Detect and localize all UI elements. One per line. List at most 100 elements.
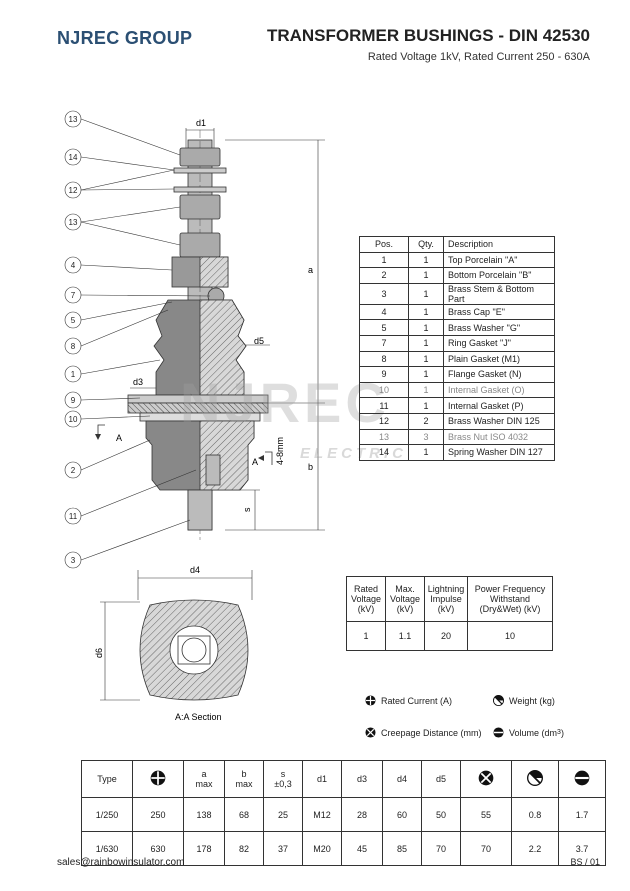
legend-close: )	[560, 727, 564, 738]
cell-max-voltage: 1.1	[385, 621, 425, 651]
weight-icon	[527, 770, 543, 786]
bushing-body	[127, 130, 269, 540]
cell-desc: Internal Gasket (O)	[443, 381, 555, 399]
cell-qty: 1	[408, 282, 444, 305]
cell-desc: Plain Gasket (M1)	[443, 350, 555, 368]
legend-label: Weight (kg)	[509, 695, 555, 706]
header-rated-current	[132, 760, 184, 798]
header-lightning-impulse: Lightning Impulse (kV)	[424, 576, 468, 622]
cell-qty: 1	[408, 334, 444, 352]
volume-icon	[574, 770, 590, 786]
callout-label: 3	[71, 556, 76, 565]
cell-desc: Brass Nut ISO 4032	[443, 428, 555, 446]
cell-qty: 1	[408, 381, 444, 399]
cell-pos: 10	[359, 381, 409, 399]
cell-volume: 3.7	[558, 831, 606, 866]
legend-label: Rated Current (A)	[381, 695, 453, 706]
volume-icon	[493, 727, 504, 738]
cell-pos: 7	[359, 334, 409, 352]
table-row: 1/630 630 178 82 37 M20 45 85 70 70 2.2 …	[81, 831, 606, 866]
cell-a: 138	[183, 797, 225, 832]
dim-d5: d5	[254, 336, 264, 346]
cell-type: 1/250	[81, 797, 133, 832]
cell-pos: 13	[359, 428, 409, 446]
dim-a: a	[308, 265, 313, 275]
cell-power-frequency: 10	[467, 621, 553, 651]
cell-qty: 1	[408, 444, 444, 461]
cell-desc: Bottom Porcelain "B"	[443, 267, 555, 284]
callout-label: 7	[71, 291, 76, 300]
cell-d4: 60	[382, 797, 422, 832]
col-qty: Qty.	[408, 236, 444, 253]
cell-desc: Top Porcelain "A"	[443, 251, 555, 269]
brand-name: NJREC GROUP	[57, 28, 193, 48]
header-d5: d5	[421, 760, 461, 798]
cell-a: 178	[183, 831, 225, 866]
dim-s: s	[242, 507, 252, 512]
header-a-sub: max	[195, 779, 213, 789]
cell-qty: 1	[408, 251, 444, 269]
cell-d4: 85	[382, 831, 422, 866]
legend-weight: Weight (kg)	[493, 695, 555, 706]
cell-desc: Spring Washer DIN 127	[443, 444, 555, 461]
dim-d3: d3	[133, 377, 143, 387]
callout-label: 10	[69, 415, 78, 424]
page-number: BS / 01	[570, 857, 600, 867]
header-s: s±0,3	[263, 760, 303, 798]
callout-label: 13	[69, 218, 78, 227]
dim-b: b	[308, 462, 313, 472]
callout-label: 13	[69, 115, 78, 124]
header-s-sub: ±0,3	[274, 779, 292, 789]
cell-weight: 2.2	[511, 831, 559, 866]
header-max-voltage: Max. Voltage (kV)	[385, 576, 425, 622]
callout-label: 11	[69, 512, 78, 521]
footer-email-link[interactable]: sales@rainbowinsulator.com	[57, 857, 185, 868]
page-subtitle: Rated Voltage 1kV, Rated Current 250 - 6…	[367, 51, 590, 63]
cell-pos: 14	[359, 444, 409, 461]
header-d4: d4	[382, 760, 422, 798]
cell-creepage: 55	[460, 797, 512, 832]
section-view	[100, 570, 253, 701]
header-s-label: s	[280, 769, 286, 779]
cell-pos: 12	[359, 412, 409, 430]
callout-label: 14	[69, 153, 78, 162]
cell-pos: 4	[359, 303, 409, 321]
header-b-sub: max	[235, 779, 253, 789]
cell-d1: M20	[302, 831, 342, 866]
cell-rated-voltage: 1	[346, 621, 386, 651]
callout-label: 4	[71, 261, 76, 270]
dim-d4: d4	[190, 565, 200, 575]
cell-desc: Brass Stem & Bottom Part	[443, 282, 555, 305]
legend-creepage: Creepage Distance (mm)	[365, 727, 482, 738]
section-arrow-right: A	[252, 457, 258, 467]
callout-label: 12	[69, 186, 78, 195]
cell-desc: Brass Cap "E"	[443, 303, 555, 321]
cell-desc: Brass Washer "G"	[443, 319, 555, 336]
header-rated-voltage: Rated Voltage (kV)	[346, 576, 386, 622]
cell-lightning-impulse: 20	[424, 621, 468, 651]
watermark-logo: NJREC	[180, 371, 390, 434]
cell-desc: Flange Gasket (N)	[443, 366, 555, 383]
header-power-frequency: Power Frequency Withstand (Dry&Wet) (kV)	[467, 576, 553, 622]
header-creepage	[460, 760, 512, 798]
cell-qty: 1	[408, 267, 444, 284]
cell-b: 82	[224, 831, 264, 866]
header-d3: d3	[341, 760, 383, 798]
cell-pos: 9	[359, 366, 409, 383]
header-volume	[558, 760, 606, 798]
rated-current-icon	[150, 770, 166, 786]
cell-qty: 2	[408, 412, 444, 430]
cell-pos: 1	[359, 251, 409, 269]
